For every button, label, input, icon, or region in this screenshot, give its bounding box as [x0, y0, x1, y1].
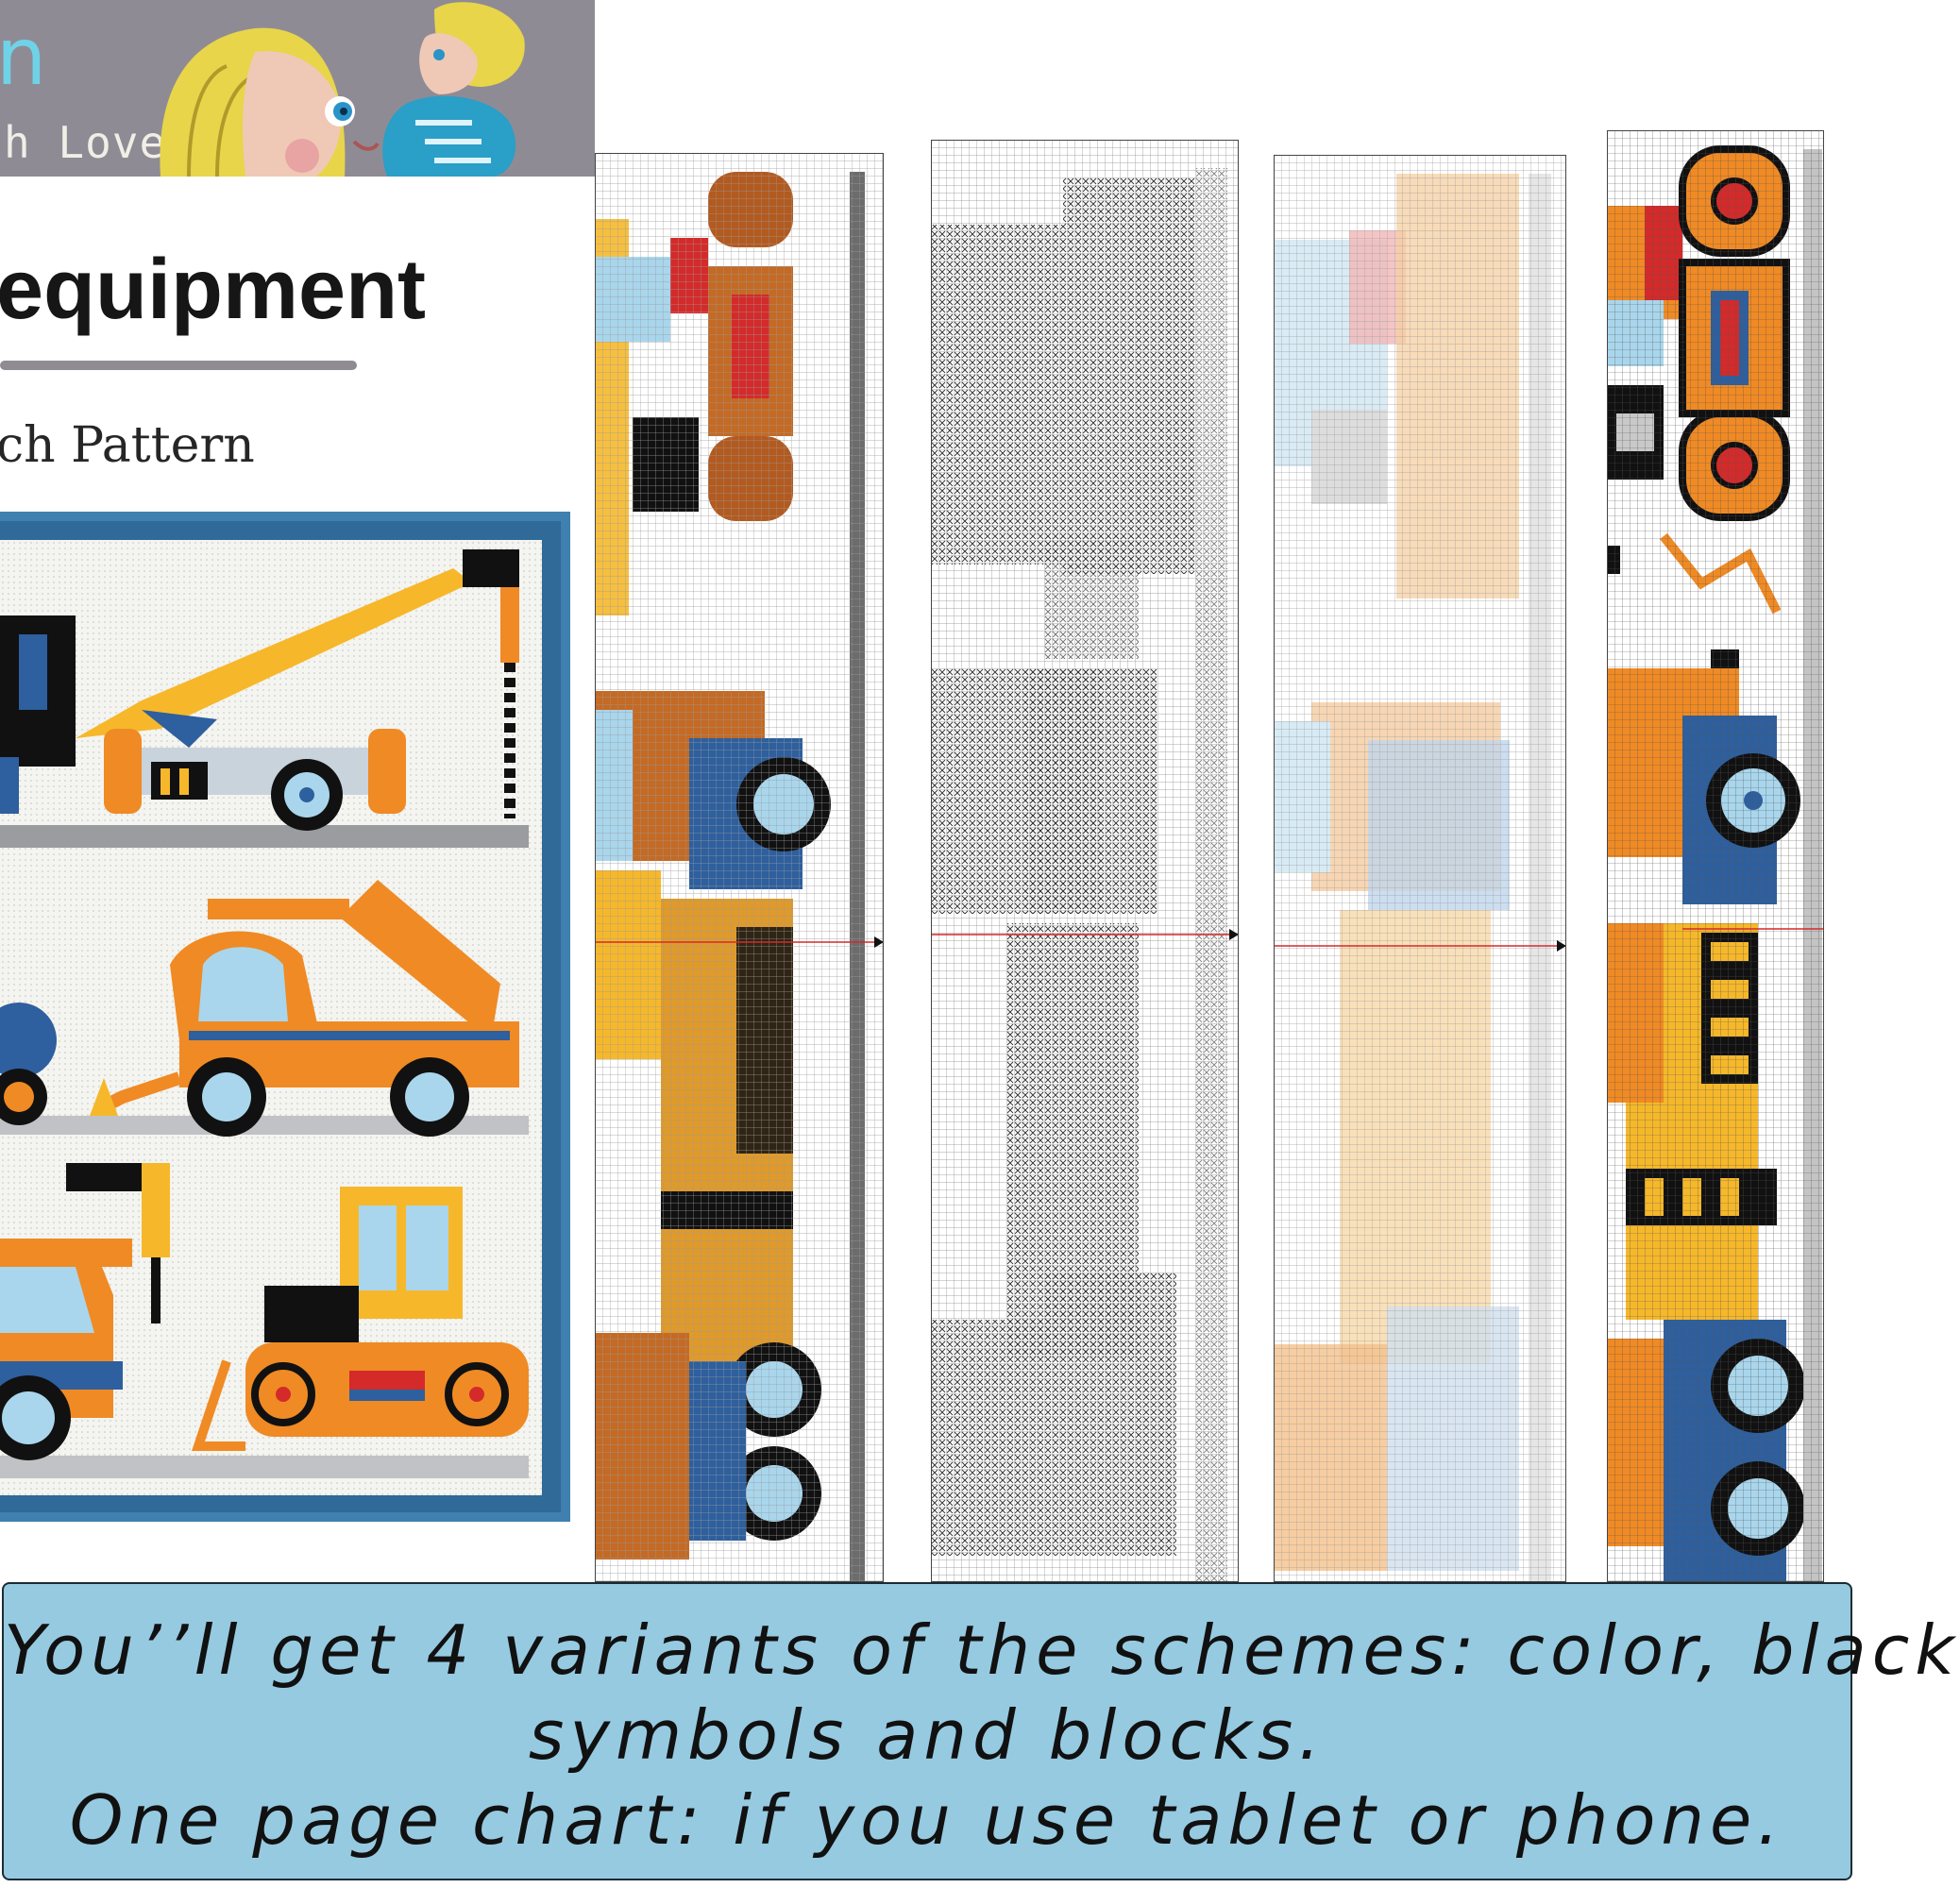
- caption-line-3: One page chart: if you use tablet or pho…: [69, 1780, 1785, 1860]
- chart-light-color-symbols: [1274, 155, 1566, 1582]
- caption-line-2: symbols and blocks.: [528, 1695, 1326, 1775]
- banner-title: n: [0, 10, 47, 103]
- page-title: equipment: [0, 243, 427, 337]
- chart-black-symbols: [931, 140, 1239, 1582]
- chart-color-symbols: [595, 153, 884, 1582]
- cross-stitch-preview: [0, 512, 570, 1522]
- page-subtitle: ch Pattern: [0, 417, 255, 474]
- chart-blocks: [1607, 130, 1824, 1582]
- caption-line-1: You’’ll get 4 variants of the schemes: c…: [4, 1610, 1960, 1690]
- banner-tagline: h Love: [4, 117, 167, 168]
- mother-child-illustration: [160, 2, 525, 177]
- caption-box: You’’ll get 4 variants of the schemes: c…: [2, 1582, 1960, 1880]
- title-underline: [0, 361, 357, 370]
- header-banner: n h Love: [0, 0, 595, 177]
